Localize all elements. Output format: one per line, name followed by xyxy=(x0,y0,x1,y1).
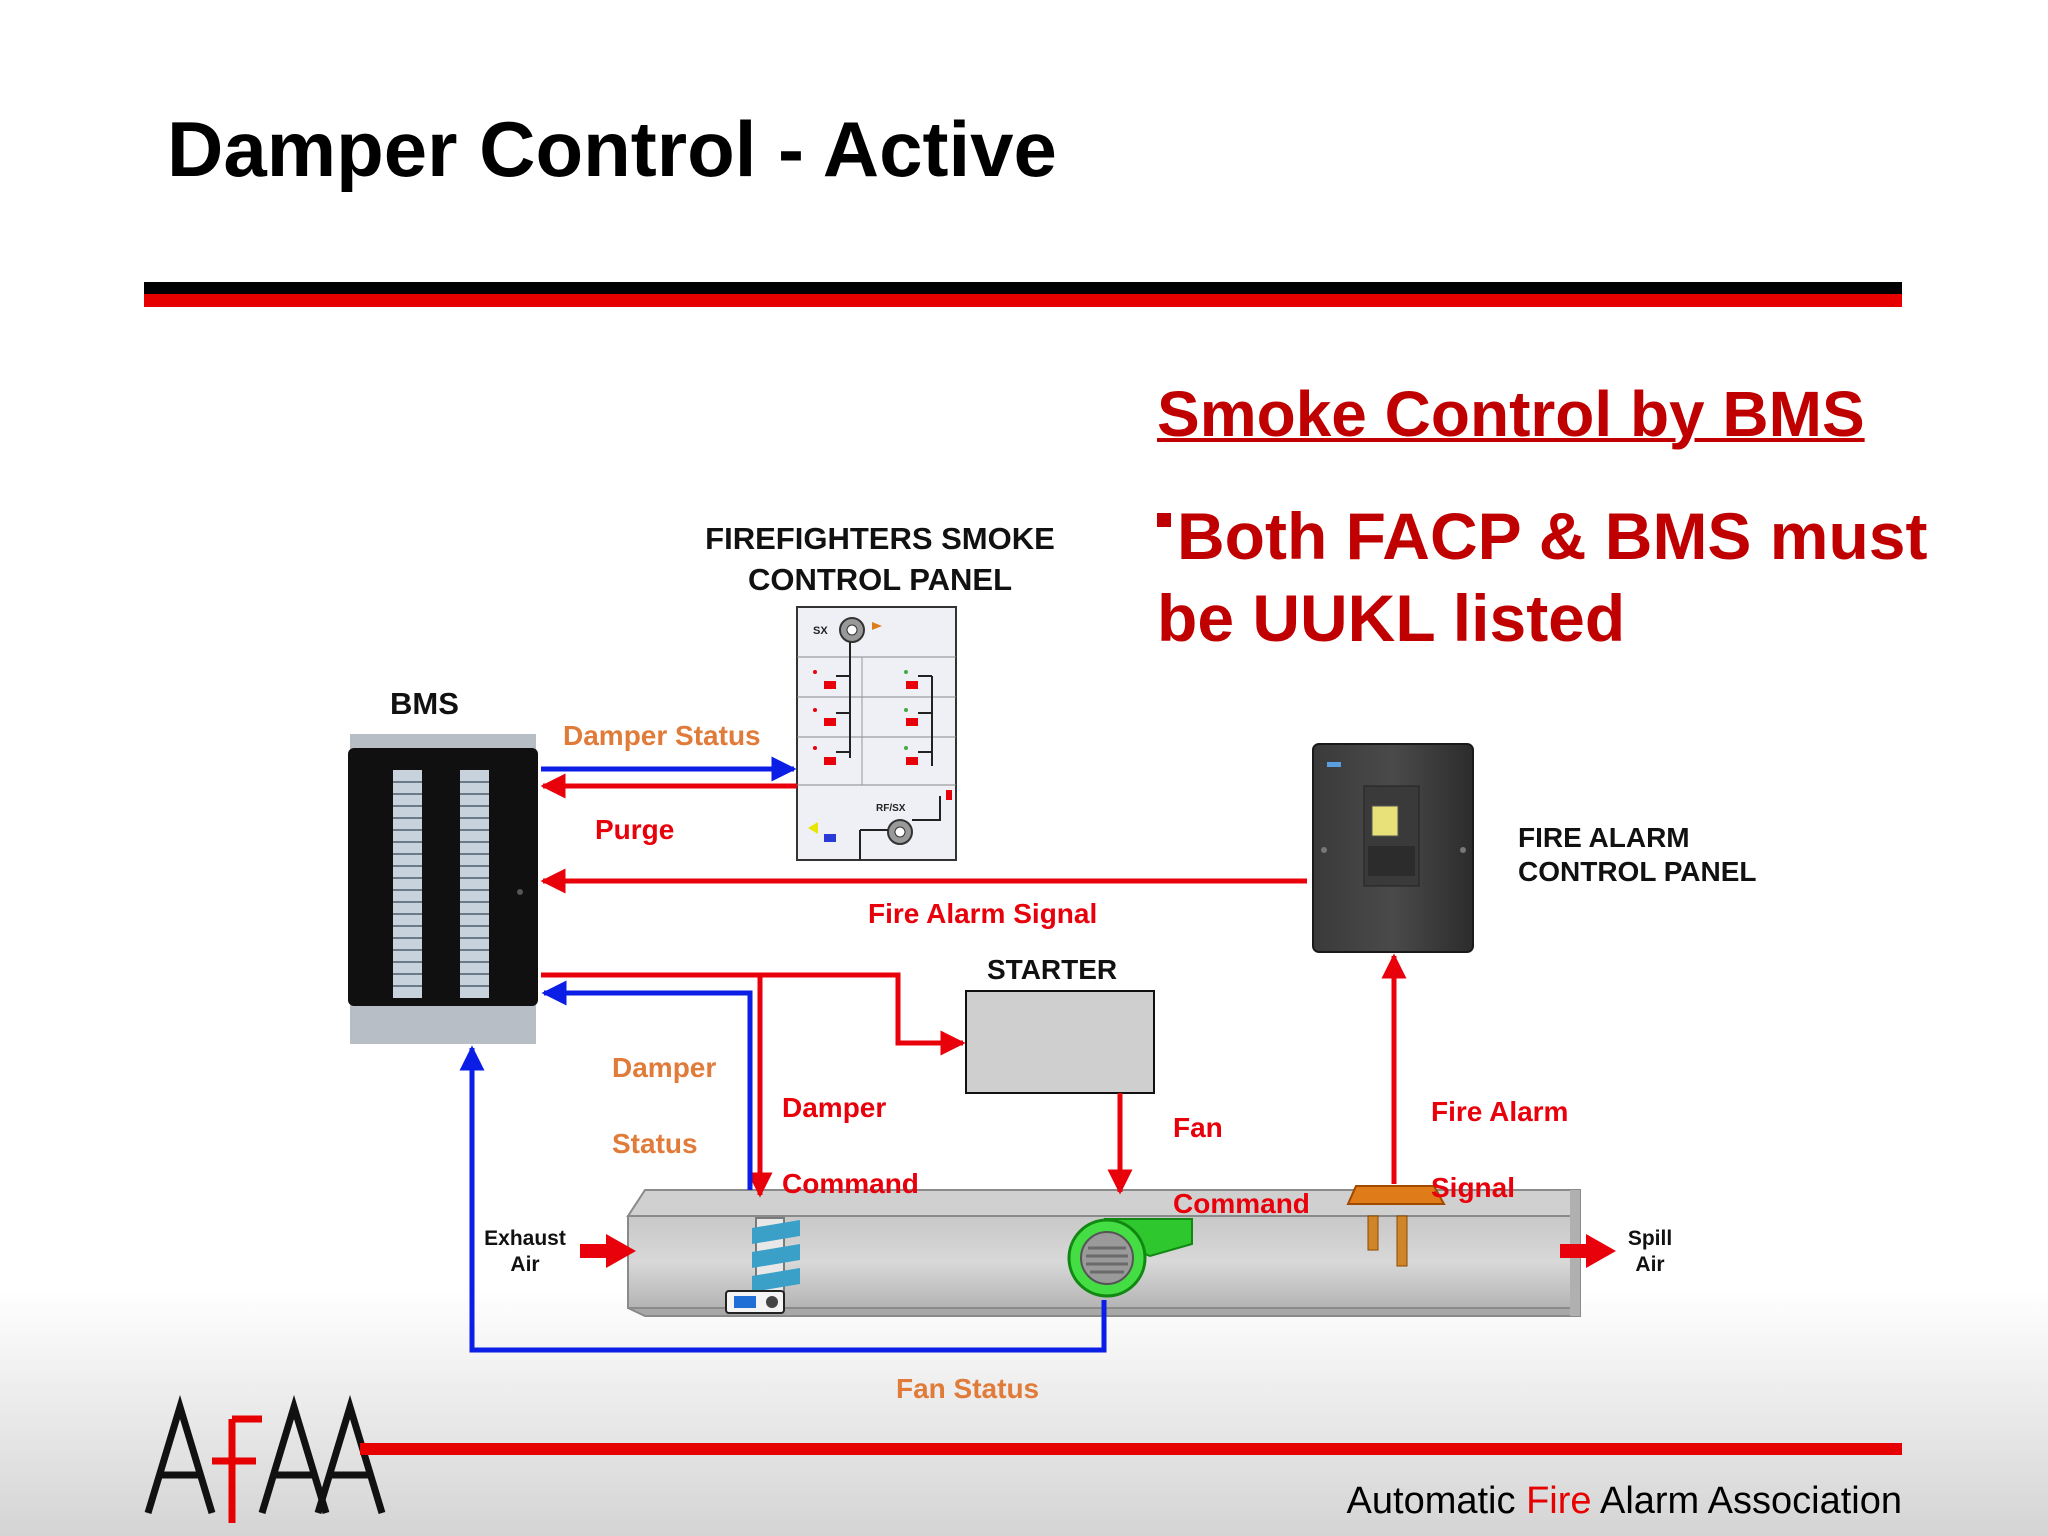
damper-command-label: Damper Command xyxy=(782,1070,919,1222)
fire-alarm-line1: Fire Alarm xyxy=(1431,1096,1569,1127)
rfsx-label: RF/SX xyxy=(876,803,906,814)
association-fire: Fire xyxy=(1526,1480,1592,1522)
spill-air-label: Spill Air xyxy=(1620,1226,1680,1278)
ffscp-title: FIREFIGHTERS SMOKE CONTROL PANEL xyxy=(680,518,1080,600)
starter-label: STARTER xyxy=(987,954,1118,985)
damper-status-label: Damper Status xyxy=(612,1030,716,1182)
ffscp-line2: CONTROL PANEL xyxy=(747,562,1013,597)
listing-bullet: Both FACP & BMS must be UUKL listed xyxy=(1157,495,2017,659)
damper-status-top-label: Damper Status xyxy=(563,720,761,751)
facp-graphic xyxy=(1312,743,1474,953)
sx-label: SX xyxy=(813,625,828,637)
title-rule-red xyxy=(144,294,1902,307)
bms-label: BMS xyxy=(390,686,459,721)
spill-air-arrow xyxy=(1560,1234,1616,1268)
facp-line1: FIRE ALARM xyxy=(1518,822,1690,853)
title-rule-black xyxy=(144,282,1902,294)
bms-panel-graphic xyxy=(348,734,538,1044)
exhaust-line1: Exhaust xyxy=(484,1227,566,1250)
fan-status-line xyxy=(459,1045,1107,1353)
association-pre: Automatic xyxy=(1346,1480,1527,1522)
damper-command-line2: Command xyxy=(782,1168,919,1199)
fan-status-label: Fan Status xyxy=(896,1373,1040,1404)
exhaust-air-label: Exhaust Air xyxy=(470,1226,580,1278)
duct-smoke-detector-icon xyxy=(1346,1185,1446,1267)
purge-label: Purge xyxy=(595,814,675,845)
damper-status-line xyxy=(541,980,753,1190)
association-name: Automatic Fire Alarm Association xyxy=(1347,1482,1902,1520)
exhaust-line2: Air xyxy=(510,1253,540,1276)
smoke-damper-icon xyxy=(725,1217,800,1314)
slide-title: Damper Control - Active xyxy=(167,105,1057,193)
facp-title: FIRE ALARM CONTROL PANEL xyxy=(1518,821,1757,889)
afaa-logo xyxy=(144,1395,386,1523)
exhaust-air-arrow xyxy=(580,1234,636,1268)
damper-status-line2: Status xyxy=(612,1128,698,1159)
bullet-square-icon xyxy=(1157,513,1171,527)
fire-alarm-line2: Signal xyxy=(1431,1172,1516,1203)
association-post: Alarm Association xyxy=(1591,1480,1902,1522)
firefighters-panel-graphic: SX RF/SX xyxy=(796,606,957,861)
fan-command-line1: Fan xyxy=(1173,1112,1223,1143)
fan-command-line2: Command xyxy=(1173,1188,1310,1219)
starter-box xyxy=(965,990,1155,1094)
spill-line2: Air xyxy=(1635,1253,1665,1276)
damper-command-line1: Damper xyxy=(782,1092,887,1123)
damper-status-line1: Damper xyxy=(612,1052,717,1083)
bullet-text: Both FACP & BMS must be UUKL listed xyxy=(1157,499,1928,655)
footer-rule xyxy=(360,1443,1902,1455)
smoke-control-heading: Smoke Control by BMS xyxy=(1157,378,1865,450)
fan-command-label: Fan Command xyxy=(1173,1090,1310,1242)
spill-line1: Spill xyxy=(1627,1227,1673,1250)
facp-line2: CONTROL PANEL xyxy=(1518,856,1757,887)
exhaust-fan-icon xyxy=(1067,1218,1193,1298)
fire-alarm-detector-label: Fire Alarm Signal xyxy=(1431,1074,1568,1226)
footer-background xyxy=(0,1290,2048,1536)
fan-command-to-starter-line xyxy=(760,972,966,1056)
ffscp-line1: FIREFIGHTERS SMOKE xyxy=(705,521,1055,556)
fire-alarm-signal-label: Fire Alarm Signal xyxy=(868,898,1098,929)
